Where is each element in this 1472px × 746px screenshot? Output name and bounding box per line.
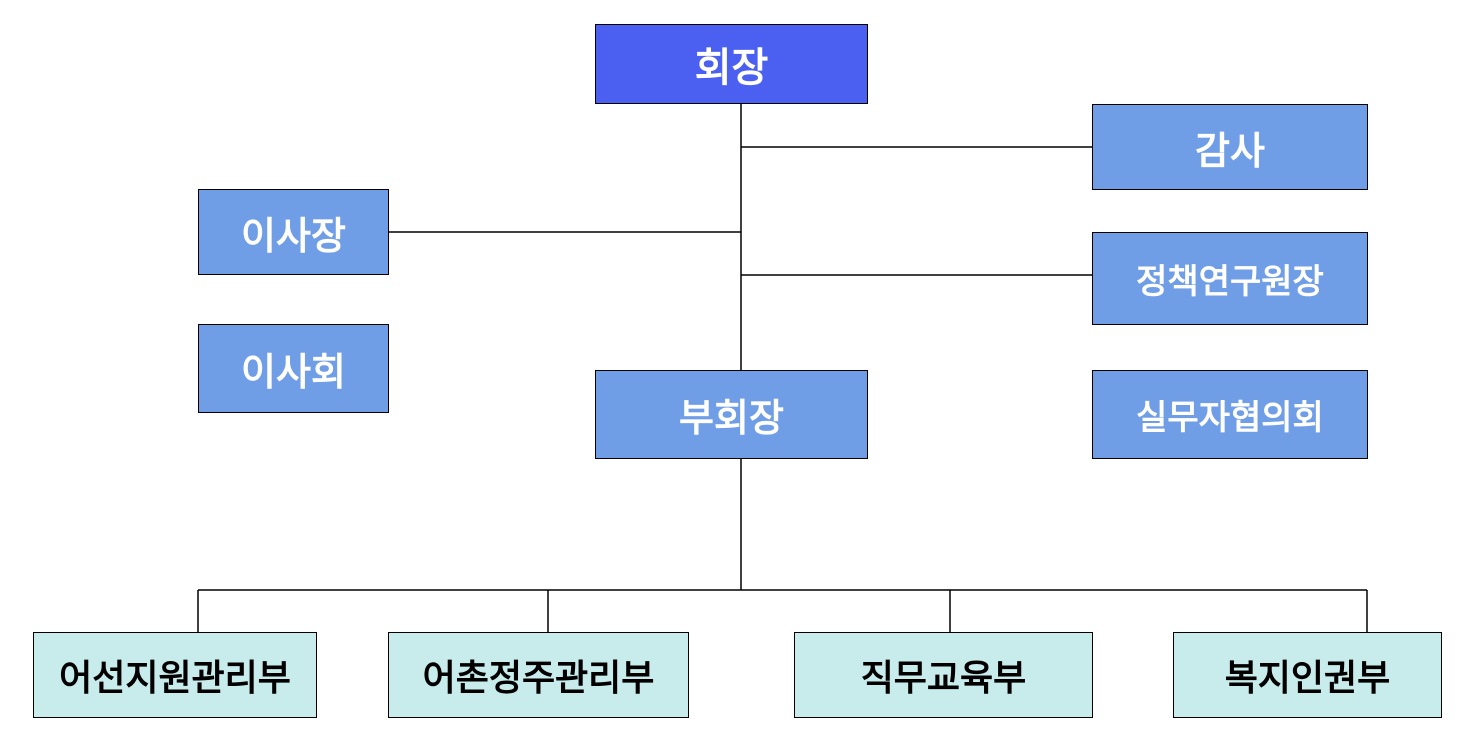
department-box: 복지인권부 [1173,632,1442,718]
department-label: 복지인권부 [1224,658,1391,699]
chairman-box: 회장 [595,24,868,104]
auditor-label: 감사 [1195,128,1265,173]
vice-chairman-label: 부회장 [679,396,784,440]
department-box: 직무교육부 [794,632,1093,718]
chairman-label: 회장 [694,45,769,91]
policy-institute-head-label: 정책연구원장 [1136,262,1324,302]
department-box: 어촌정주관리부 [388,632,689,718]
working-council-box: 실무자협의회 [1092,370,1368,459]
board-chair-box: 이사장 [198,189,389,275]
department-box: 어선지원관리부 [33,632,317,718]
auditor-box: 감사 [1092,104,1368,190]
vice-chairman-box: 부회장 [595,370,868,459]
working-council-label: 실무자협의회 [1136,398,1324,438]
board-box: 이사회 [198,324,389,413]
department-label: 직무교육부 [860,658,1027,699]
department-label: 어촌정주관리부 [422,658,655,699]
board-label: 이사회 [241,350,346,394]
board-chair-label: 이사장 [241,213,346,258]
department-label: 어선지원관리부 [59,658,291,699]
policy-institute-head-box: 정책연구원장 [1092,232,1368,325]
